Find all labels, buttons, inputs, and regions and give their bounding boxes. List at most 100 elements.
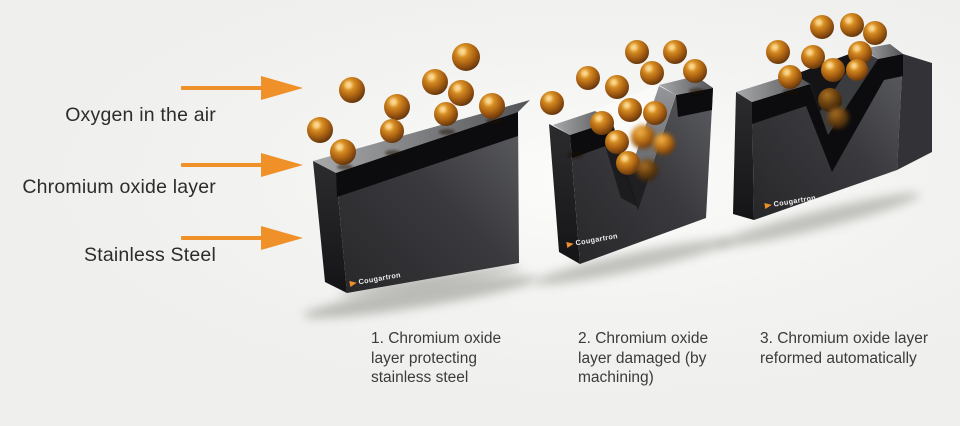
sphere-highlight (453, 84, 462, 92)
oxygen-sphere (434, 102, 458, 126)
oxygen-sphere (643, 101, 667, 125)
oxygen-sphere (827, 107, 849, 129)
oxygen-sphere (422, 69, 448, 95)
oxygen-spheres-block-3 (766, 13, 887, 129)
oxygen-sphere (618, 98, 642, 122)
arrow-head (261, 226, 303, 250)
block-3-right-face (897, 54, 932, 170)
oxygen-sphere (384, 94, 410, 120)
label-oxygen-in-the-air: Oxygen in the air (65, 104, 216, 126)
oxygen-sphere (821, 58, 845, 82)
caption-step-2: 2. Chromium oxide layer damaged (by mach… (578, 330, 709, 386)
sphere-highlight (688, 62, 696, 71)
sphere-highlight (668, 43, 676, 52)
oxygen-sphere (818, 88, 842, 112)
oxygen-sphere (590, 111, 614, 135)
oxygen-sphere (479, 93, 505, 119)
sphere-highlight (806, 48, 814, 57)
logo-arrow-icon (764, 203, 772, 209)
oxygen-sphere (636, 159, 658, 181)
sphere-highlight (427, 73, 436, 81)
logo-arrow-icon (349, 281, 357, 287)
caption-step-3: 3. Chromium oxide layer reformed automat… (760, 330, 928, 367)
oxygen-sphere (307, 117, 333, 143)
sphere-highlight (771, 43, 779, 52)
oxygen-sphere (640, 61, 664, 85)
sphere-highlight (783, 68, 791, 77)
block-1-oxide-band (336, 112, 518, 197)
sphere-highlight (385, 122, 393, 131)
sphere-contact-shadow (439, 129, 455, 135)
oxygen-sphere (653, 133, 675, 155)
block-3-top-face-right (862, 44, 903, 59)
oxygen-sphere (448, 80, 474, 106)
oxygen-sphere (631, 125, 655, 149)
sphere-highlight (545, 94, 553, 103)
oxygen-spheres-block-2 (540, 40, 707, 181)
block-3-left-face (733, 92, 754, 220)
sphere-highlight (389, 98, 398, 106)
oxygen-sphere (625, 40, 649, 64)
sphere-contact-shadow (567, 152, 583, 158)
sphere-highlight (623, 101, 631, 110)
sphere-highlight (344, 81, 353, 89)
block-2-oxide-band-right (676, 88, 713, 117)
oxygen-sphere (452, 43, 480, 71)
oxygen-sphere (605, 130, 629, 154)
sphere-highlight (850, 62, 858, 70)
sphere-highlight (439, 105, 447, 114)
oxygen-sphere (778, 65, 802, 89)
oxygen-spheres-block-1 (307, 43, 505, 170)
sphere-contact-shadow (783, 89, 799, 95)
sphere-highlight (645, 64, 653, 73)
sphere-highlight (610, 133, 618, 142)
oxygen-sphere (840, 13, 864, 37)
oxygen-sphere (810, 15, 834, 39)
sphere-highlight (484, 97, 493, 105)
sphere-contact-shadow (337, 164, 353, 170)
oxygen-sphere (663, 40, 687, 64)
oxygen-sphere (540, 91, 564, 115)
oxygen-sphere (863, 21, 887, 45)
block-3-floor-shadow (716, 193, 920, 247)
sphere-highlight (312, 121, 321, 129)
stainless-steel-arrow (181, 226, 303, 250)
sphere-highlight (610, 78, 618, 87)
block-1-left-face (313, 161, 347, 293)
sphere-highlight (457, 47, 467, 56)
oxygen-sphere (766, 40, 790, 64)
arrow-shaft (181, 163, 263, 167)
sphere-highlight (621, 154, 629, 163)
block-1-intact: Cougartron (303, 43, 537, 318)
oxygen-sphere (330, 139, 356, 165)
sphere-contact-shadow (486, 118, 502, 124)
caption-step-1: 1. Chromium oxide layer protecting stain… (371, 330, 502, 386)
block-1-floor-shadow (303, 276, 537, 318)
sphere-highlight (581, 69, 589, 78)
oxygen-sphere (801, 45, 825, 69)
block-1-top-face (313, 100, 530, 173)
label-stainless-steel: Stainless Steel (84, 244, 216, 266)
sphere-contact-shadow (385, 150, 401, 156)
arrow-shaft (181, 236, 263, 240)
sphere-highlight (853, 44, 861, 53)
sphere-highlight (335, 143, 344, 151)
block-3-oxide-band-reformed (752, 54, 903, 172)
block-2-floor-shadow (534, 239, 730, 285)
sphere-contact-shadow (689, 88, 705, 94)
oxygen-sphere (846, 59, 868, 81)
oxygen-sphere (339, 77, 365, 103)
arrow-shaft (181, 86, 263, 90)
arrow-head (261, 76, 303, 100)
chromium-oxide-arrow (181, 153, 303, 177)
oxygen-sphere (576, 66, 600, 90)
sphere-highlight (815, 18, 823, 27)
oxygen-sphere (683, 59, 707, 83)
block-3-reformed: Cougartron (716, 13, 932, 247)
sphere-highlight (845, 16, 853, 25)
sphere-highlight (595, 114, 603, 123)
oxygen-sphere (380, 119, 404, 143)
sphere-highlight (648, 104, 656, 113)
